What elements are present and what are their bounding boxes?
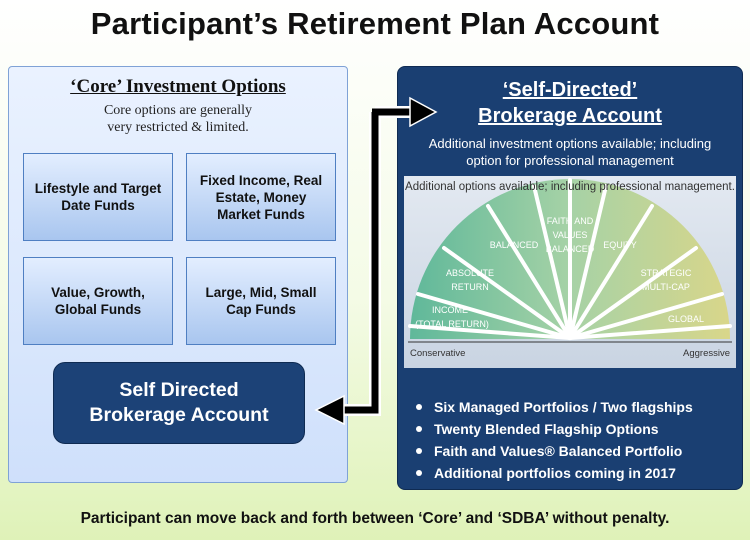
ray — [408, 324, 572, 340]
ray — [568, 184, 608, 340]
option-box-cap-funds: Large, Mid, Small Cap Funds — [186, 257, 336, 345]
feature-text: Additional portfolios coming in 2017 — [434, 465, 676, 481]
spectrum-rays — [408, 178, 732, 340]
ray — [486, 204, 572, 340]
label-strategic: STRATEGIC — [641, 268, 692, 278]
label-faith: VALUES — [553, 230, 588, 240]
option-box-line: Value, Growth, — [51, 285, 145, 300]
option-box-line: Global Funds — [54, 302, 142, 317]
option-box-line: Lifestyle and Target — [34, 181, 162, 196]
feature-item: Faith and Values® Balanced Portfolio — [412, 440, 742, 462]
label-absolute-return: RETURN — [451, 282, 489, 292]
feature-item: Twenty Blended Flagship Options — [412, 418, 742, 440]
label-income: INCOME — [432, 305, 468, 315]
graphic-heading: Additional options available; including … — [405, 181, 735, 193]
label-balanced: BALANCED — [490, 240, 539, 250]
option-box-lifestyle: Lifestyle and Target Date Funds — [23, 153, 173, 241]
ray — [442, 246, 572, 340]
bullet-dot-icon — [416, 426, 422, 432]
sdba-heading-line: ‘Self-Directed’ — [502, 79, 638, 101]
option-box-fixed-income: Fixed Income, Real Estate, Money Market … — [186, 153, 336, 241]
sdba-heading: ‘Self-Directed’ Brokerage Account — [398, 77, 742, 129]
bullet-dot-icon — [416, 404, 422, 410]
sdba-subtitle-line: option for professional management — [466, 153, 674, 168]
option-box-value-growth: Value, Growth, Global Funds — [23, 257, 173, 345]
sdba-feature-list: Six Managed Portfolios / Two flagships T… — [412, 396, 742, 484]
page-title: Participant’s Retirement Plan Account — [90, 6, 660, 41]
sdba-button-line: Brokerage Account — [89, 404, 269, 426]
self-directed-brokerage-button[interactable]: Self Directed Brokerage Account — [53, 362, 305, 444]
arrow-outline — [340, 112, 381, 416]
feature-item: Six Managed Portfolios / Two flagships — [412, 396, 742, 418]
label-income: (TOTAL RETURN) — [415, 319, 489, 329]
label-faith: FAITH AND — [547, 216, 594, 226]
option-box-line: Cap Funds — [226, 302, 296, 317]
option-box-line: Date Funds — [61, 198, 135, 213]
footer-note: Participant can move back and forth betw… — [80, 510, 670, 527]
arrow-shaft — [340, 112, 379, 414]
core-subtitle-line: Core options are generally — [103, 103, 253, 118]
axis-label-aggressive: Aggressive — [683, 348, 730, 359]
feature-item: Additional portfolios coming in 2017 — [412, 462, 742, 484]
bidirectional-arrow-icon — [314, 96, 438, 426]
option-box-line: Market Funds — [217, 206, 305, 222]
ray — [532, 184, 572, 340]
option-box-line: Large, Mid, Small — [205, 285, 317, 300]
label-faith: BALANCED — [546, 244, 595, 254]
option-box-line: Estate, Money — [215, 189, 307, 205]
sdba-heading-line: Brokerage Account — [478, 105, 662, 127]
bullet-dot-icon — [416, 448, 422, 454]
feature-text: Faith and Values® Balanced Portfolio — [434, 443, 683, 459]
investment-spectrum-svg: Additional options available; including … — [404, 176, 736, 368]
label-absolute-return: ABSOLUTE — [446, 268, 494, 278]
ray — [568, 204, 654, 340]
feature-text: Twenty Blended Flagship Options — [434, 421, 659, 437]
investment-spectrum-graphic: Additional options available; including … — [404, 176, 736, 368]
label-strategic: MULTI-CAP — [642, 282, 690, 292]
ray — [416, 292, 572, 340]
axis-label-conservative: Conservative — [410, 348, 465, 359]
feature-text: Six Managed Portfolios / Two flagships — [434, 399, 693, 415]
core-subtitle-line: very restricted & limited. — [107, 120, 249, 135]
spectrum-labels: FAITH AND VALUES BALANCED BALANCED EQUIT… — [415, 216, 704, 329]
arrow-head-right — [409, 96, 438, 128]
sdba-subtitle: Additional investment options available;… — [398, 135, 742, 169]
bullet-dot-icon — [416, 470, 422, 476]
ray — [568, 246, 698, 340]
ray — [568, 324, 732, 340]
core-options-subtitle: Core options are generally very restrict… — [9, 102, 347, 136]
ray — [568, 292, 724, 340]
core-options-heading: ‘Core’ Investment Options — [70, 76, 286, 97]
sdba-subtitle-line: Additional investment options available;… — [428, 136, 712, 151]
arrow-head-left — [314, 394, 345, 426]
label-equity: EQUITY — [603, 240, 637, 250]
label-global: GLOBAL — [668, 314, 704, 324]
option-box-line: Fixed Income, Real — [199, 172, 323, 188]
sdba-button-line: Self Directed — [119, 379, 239, 401]
